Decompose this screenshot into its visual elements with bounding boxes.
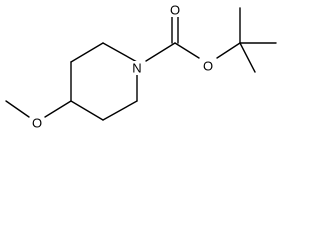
bond-c4-c5 [70,100,104,121]
atom-o-carbonyl-label: O [170,3,180,18]
atom-o-methoxy: O [31,116,43,131]
atom-o-methoxy-label: O [32,116,42,131]
bond-cq-methyl-down [239,42,256,73]
piperidine-ring [70,42,138,121]
atom-o-ester: O [202,59,214,74]
chemical-structure: N O O O [5,3,277,131]
bond-o-ester-cq [216,42,241,59]
bond-carbonyl-c-o-ester [174,42,200,59]
bond-n1-carbonyl-c [145,42,176,62]
atom-n1: N [131,61,144,76]
bond-c2-c3 [70,42,104,63]
bond-c4-o-methoxy [44,100,72,118]
atom-o-ester-label: O [203,59,213,74]
bond-o-methoxy-methyl [5,100,30,118]
atom-n1-label: N [132,61,141,76]
bond-c5-c6 [102,100,138,121]
atom-o-carbonyl: O [169,3,181,18]
bond-n1-c2 [102,42,138,63]
